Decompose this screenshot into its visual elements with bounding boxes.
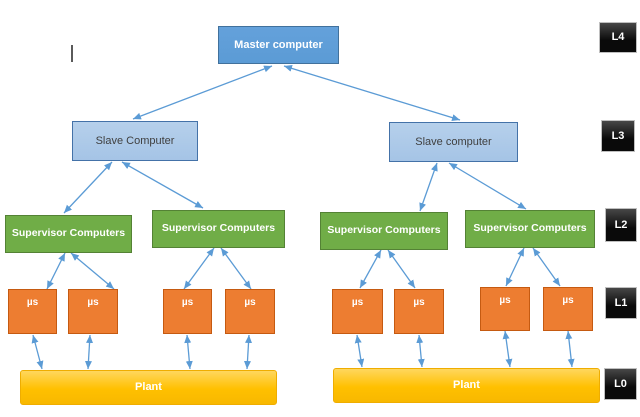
- micro-node-1: µs: [8, 289, 57, 334]
- micro-node-7: µs: [480, 287, 530, 331]
- micro-node-4: µs: [225, 289, 275, 334]
- micro-node-2: µs: [68, 289, 118, 334]
- slave-computer-node-left: Slave Computer: [72, 121, 198, 161]
- master-computer-node: Master computer: [218, 26, 339, 64]
- level-label-l2: L2: [605, 208, 637, 242]
- level-label-l1: L1: [605, 287, 637, 319]
- micro-node-6: µs: [394, 289, 444, 334]
- plant-node-left: Plant: [20, 370, 277, 405]
- slave-computer-node-right: Slave computer: [389, 122, 518, 162]
- micro-node-3: µs: [163, 289, 212, 334]
- supervisor-computers-node-4: Supervisor Computers: [465, 210, 595, 248]
- supervisor-computers-node-1: Supervisor Computers: [5, 215, 132, 253]
- level-label-l3: L3: [601, 120, 635, 152]
- supervisor-computers-node-3: Supervisor Computers: [320, 212, 448, 250]
- level-label-l0: L0: [604, 368, 637, 400]
- text-cursor-mark: [71, 45, 73, 62]
- plant-node-right: Plant: [333, 368, 600, 403]
- level-label-l4: L4: [599, 22, 637, 53]
- micro-node-5: µs: [332, 289, 383, 334]
- supervisor-computers-node-2: Supervisor Computers: [152, 210, 285, 248]
- micro-node-8: µs: [543, 287, 593, 331]
